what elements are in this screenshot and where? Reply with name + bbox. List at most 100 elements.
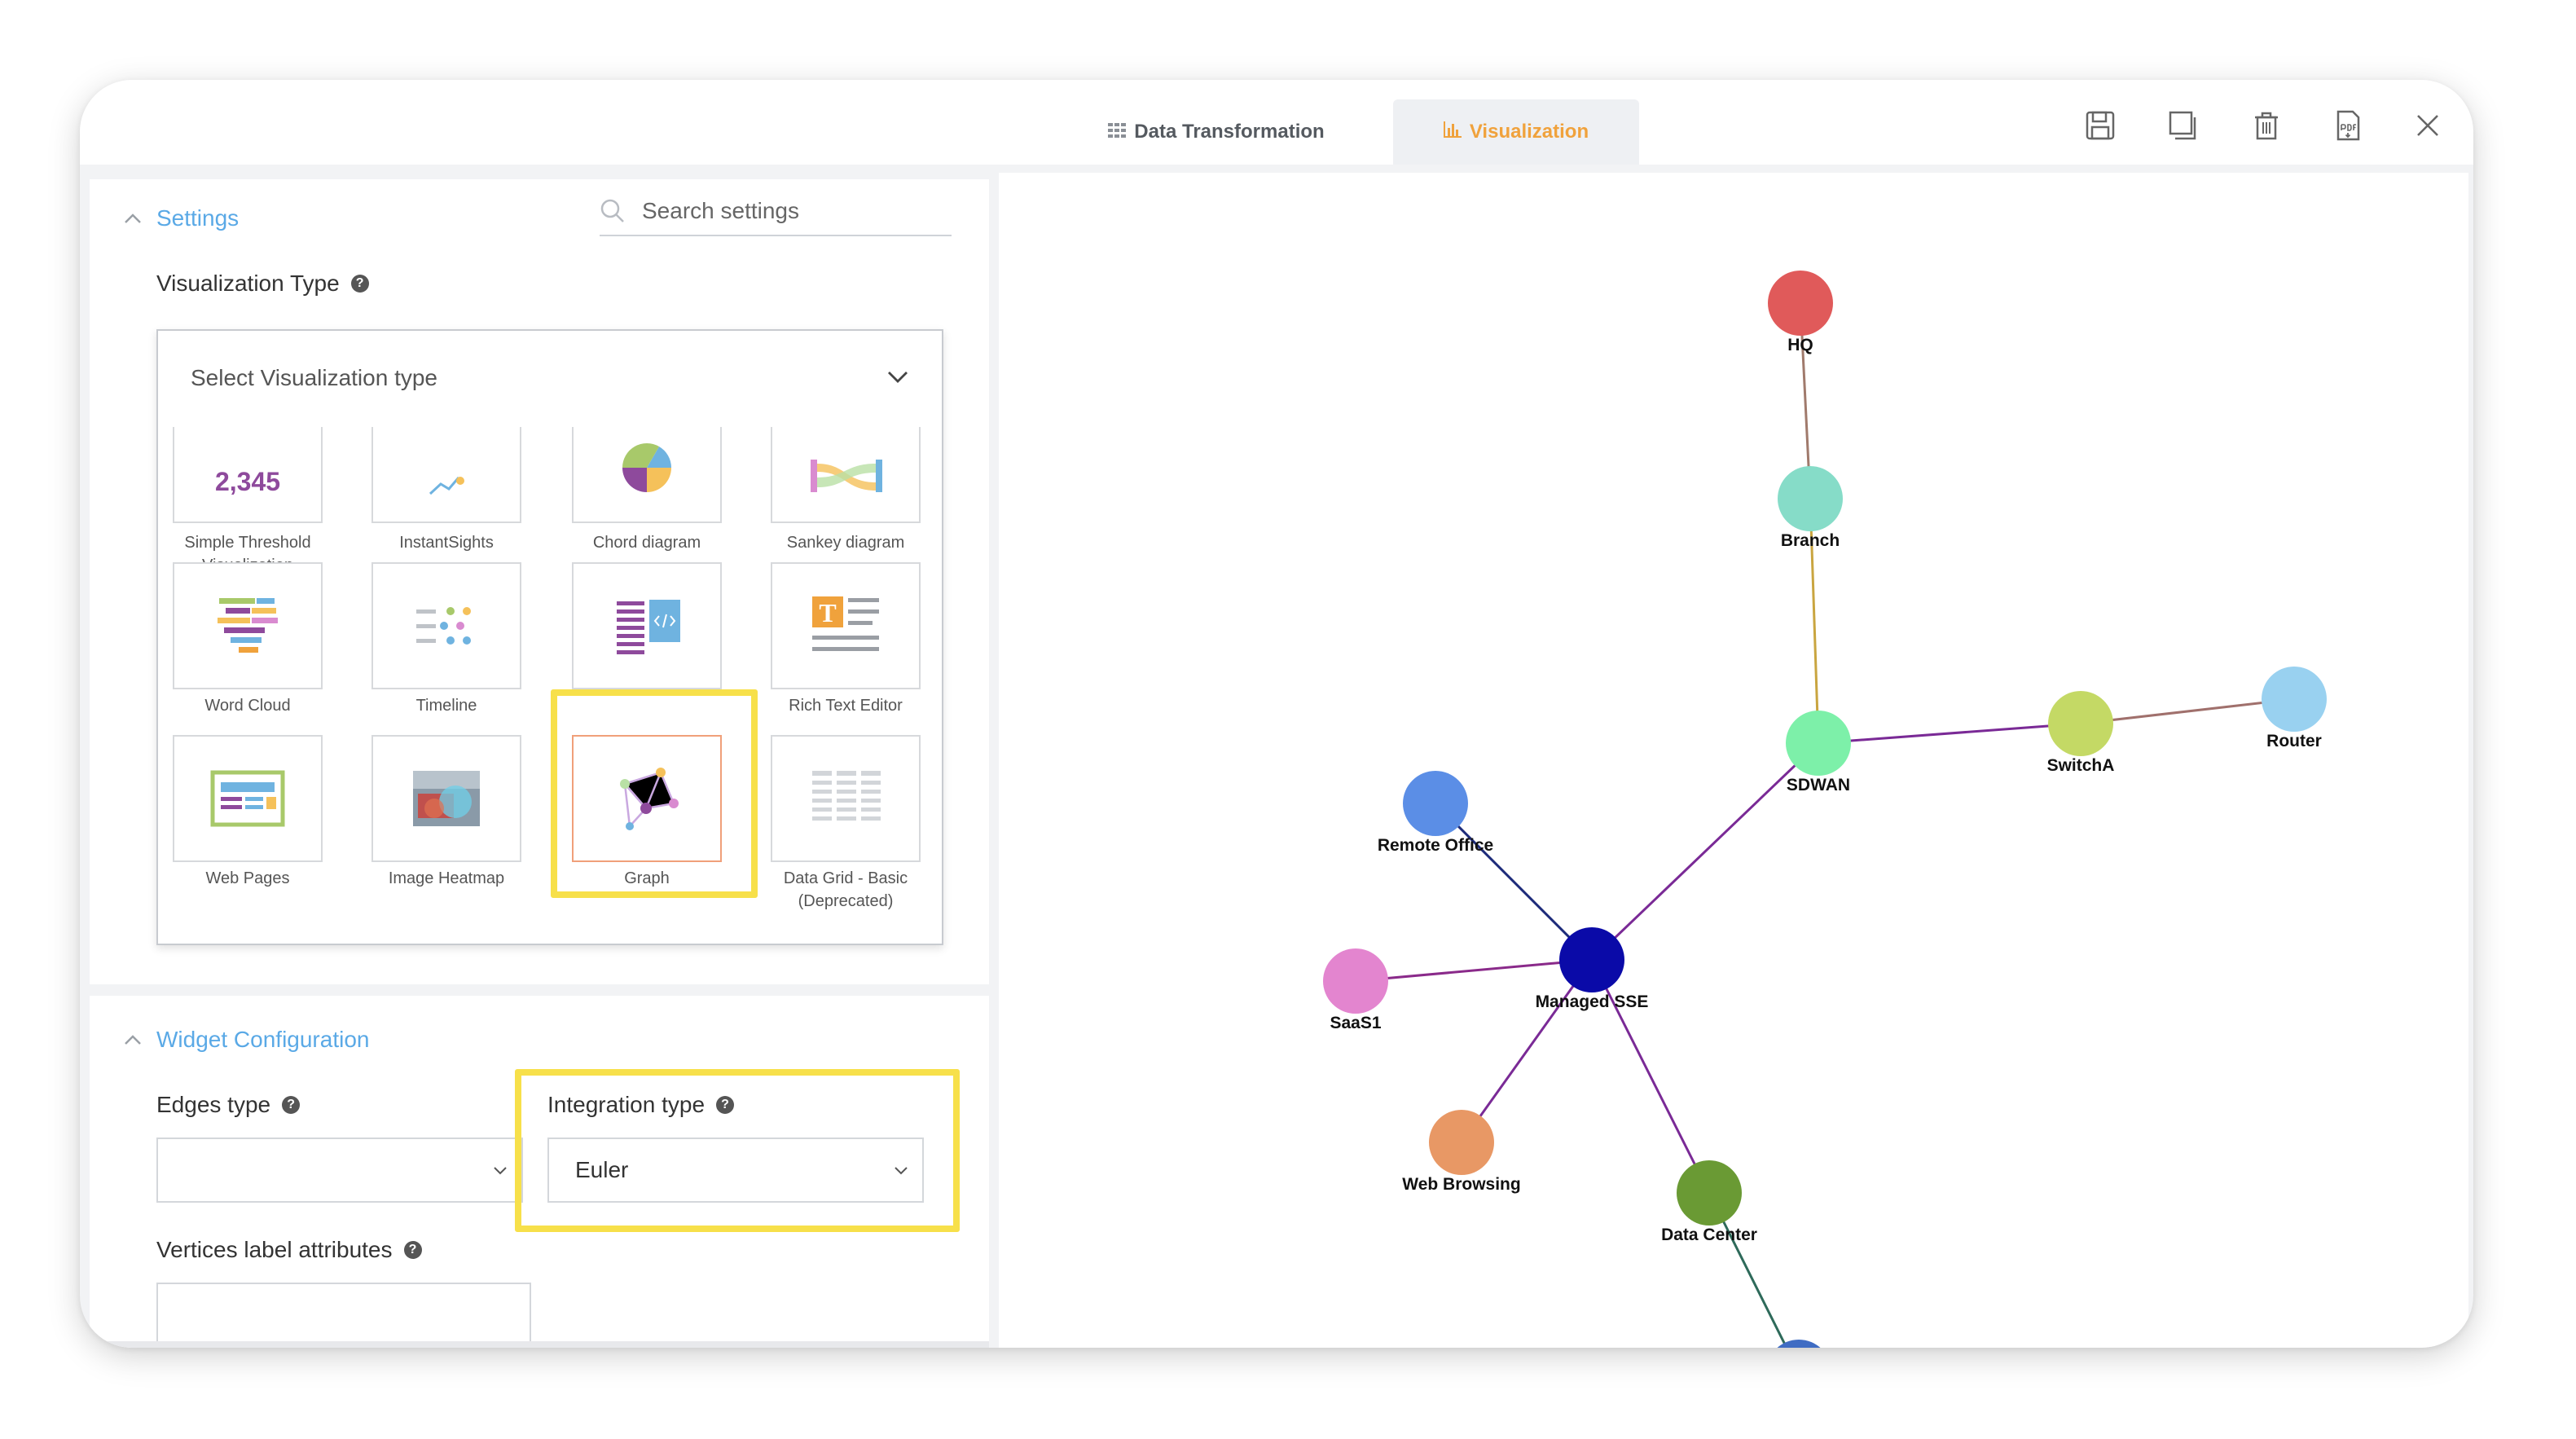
widget-configuration-header[interactable]: Widget Configuration xyxy=(122,1027,369,1053)
tile-caption: Image Heatmap xyxy=(388,869,505,887)
graph-node-sdwan[interactable] xyxy=(1786,711,1851,776)
graph-node-label: SaaS1 xyxy=(1330,1014,1381,1032)
tile-caption: InstantSights xyxy=(399,534,494,552)
integration-type-value: Euler xyxy=(575,1157,629,1182)
help-icon[interactable]: ? xyxy=(350,275,369,293)
tab-data-transformation[interactable]: Data Transformation xyxy=(1082,99,1351,165)
bar-chart-icon xyxy=(1443,121,1462,143)
graph-edge-datacenter-productionsite xyxy=(1708,1192,1788,1348)
graph-node-hq[interactable] xyxy=(1768,271,1833,336)
svg-text:T: T xyxy=(819,598,836,627)
timeline-icon xyxy=(416,607,471,645)
graph-tile-highlight xyxy=(551,689,758,898)
sankey-icon xyxy=(811,460,882,492)
tab-label: Visualization xyxy=(1469,121,1589,143)
number-2345-icon: 2,345 xyxy=(215,467,280,496)
tile-graph[interactable] xyxy=(572,735,722,862)
graph-node-managedsse[interactable] xyxy=(1559,927,1624,992)
chevron-up-icon xyxy=(125,213,141,223)
tile-custom-editor[interactable] xyxy=(572,562,722,689)
graph-node-remoteoffice[interactable] xyxy=(1403,771,1468,836)
tile-data-grid-basic[interactable] xyxy=(771,735,921,862)
search-settings[interactable] xyxy=(600,187,952,236)
word-cloud-icon xyxy=(218,598,278,653)
tile-caption: Graph xyxy=(624,869,670,887)
graph-node-label: Web Browsing xyxy=(1402,1175,1520,1194)
graph-edge-sdwan-switcha xyxy=(1818,722,2081,745)
visualization-type-label: Visualization Type ? xyxy=(156,271,369,297)
tab-visualization[interactable]: Visualization xyxy=(1393,99,1639,165)
graph-node-label: Data Center xyxy=(1661,1226,1757,1244)
integration-type-highlight xyxy=(515,1069,960,1232)
graph-node-label: SDWAN xyxy=(1787,776,1850,794)
chevron-down-icon xyxy=(888,372,908,383)
export-pdf-button[interactable] xyxy=(2330,108,2366,143)
graph-edge-hq-branch xyxy=(1799,302,1812,499)
image-heatmap-icon xyxy=(413,771,480,826)
graph-edge-switcha-router xyxy=(2080,697,2295,725)
tile-web-pages[interactable] xyxy=(173,735,323,862)
tile-image-heatmap[interactable] xyxy=(371,735,521,862)
graph-edge-sdwan-managedsse xyxy=(1590,742,1820,962)
settings-section-header[interactable]: Settings xyxy=(122,205,239,231)
tile-caption: Data Grid - Basic (Deprecated) xyxy=(783,869,908,910)
top-bar: Data Transformation Visualization xyxy=(80,80,2473,165)
label-text: Integration type xyxy=(547,1092,706,1117)
delete-button[interactable] xyxy=(2249,108,2284,143)
chevron-down-icon xyxy=(494,1167,507,1175)
vertices-label-attributes-input[interactable] xyxy=(156,1283,531,1348)
section-divider xyxy=(90,984,989,996)
graph-icon xyxy=(620,768,679,830)
graph-node-switcha[interactable] xyxy=(2048,691,2113,756)
graph-node-label: HQ xyxy=(1787,336,1813,354)
graph-edge-remoteoffice-managedsse xyxy=(1434,802,1594,962)
help-icon[interactable]: ? xyxy=(403,1241,422,1259)
pdf-icon xyxy=(2336,110,2360,141)
duplicate-icon xyxy=(2169,111,2196,140)
duplicate-button[interactable] xyxy=(2165,108,2201,143)
label-text: Visualization Type xyxy=(156,271,340,296)
graph-node-label: SwitchA xyxy=(2047,756,2115,775)
chord-pie-icon xyxy=(622,442,671,492)
panel-bottom-edge xyxy=(90,1341,989,1348)
close-button[interactable] xyxy=(2410,108,2446,143)
tile-caption: Sankey diagram xyxy=(786,534,905,552)
edges-type-select[interactable] xyxy=(156,1138,523,1203)
graph-edge-webbrowsing-managedsse xyxy=(1460,959,1594,1143)
graph-node-label: Remote Office xyxy=(1378,836,1493,855)
settings-title: Settings xyxy=(156,205,240,231)
settings-panel: Settings Visualization Type ? Select Vis… xyxy=(90,179,989,1348)
graph-node-productionsite[interactable] xyxy=(1766,1340,1831,1348)
edges-type-label: Edges type ? xyxy=(156,1092,301,1118)
search-input[interactable] xyxy=(640,197,937,225)
graph-node-label: Router xyxy=(2266,732,2322,750)
visualization-editor-window: Data Transformation Visualization Settin… xyxy=(80,80,2473,1348)
web-page-icon xyxy=(210,770,285,827)
help-icon[interactable]: ? xyxy=(282,1096,301,1114)
chevron-down-icon xyxy=(895,1167,908,1175)
help-icon[interactable]: ? xyxy=(716,1096,735,1114)
data-grid-icon xyxy=(812,771,881,821)
integration-type-label: Integration type ? xyxy=(547,1092,735,1118)
graph-node-datacenter[interactable] xyxy=(1677,1160,1742,1226)
label-text: Vertices label attributes xyxy=(156,1237,393,1262)
save-button[interactable] xyxy=(2082,108,2118,143)
tile-number-text: 2,345 xyxy=(215,467,280,496)
graph-node-router[interactable] xyxy=(2262,667,2327,732)
sparkline-icon xyxy=(429,477,464,495)
save-icon xyxy=(2086,111,2115,140)
graph-edge-managedsse-datacenter xyxy=(1590,959,1711,1194)
table-icon xyxy=(1108,121,1127,143)
integration-type-select[interactable]: Euler xyxy=(547,1138,924,1203)
graph-node-webbrowsing[interactable] xyxy=(1429,1110,1494,1175)
widget-configuration-title: Widget Configuration xyxy=(156,1027,370,1052)
tile-word-cloud[interactable] xyxy=(173,562,323,689)
visualization-type-select[interactable]: Select Visualization type xyxy=(158,331,942,427)
tile-timeline[interactable] xyxy=(371,562,521,689)
graph-node-saas1[interactable] xyxy=(1323,948,1388,1014)
graph-node-branch[interactable] xyxy=(1778,466,1843,531)
tile-rich-text-editor[interactable]: T xyxy=(771,562,921,689)
close-icon xyxy=(2417,115,2438,136)
visualization-type-dropdown[interactable]: Select Visualization type 2,345 Simple T… xyxy=(156,329,943,945)
